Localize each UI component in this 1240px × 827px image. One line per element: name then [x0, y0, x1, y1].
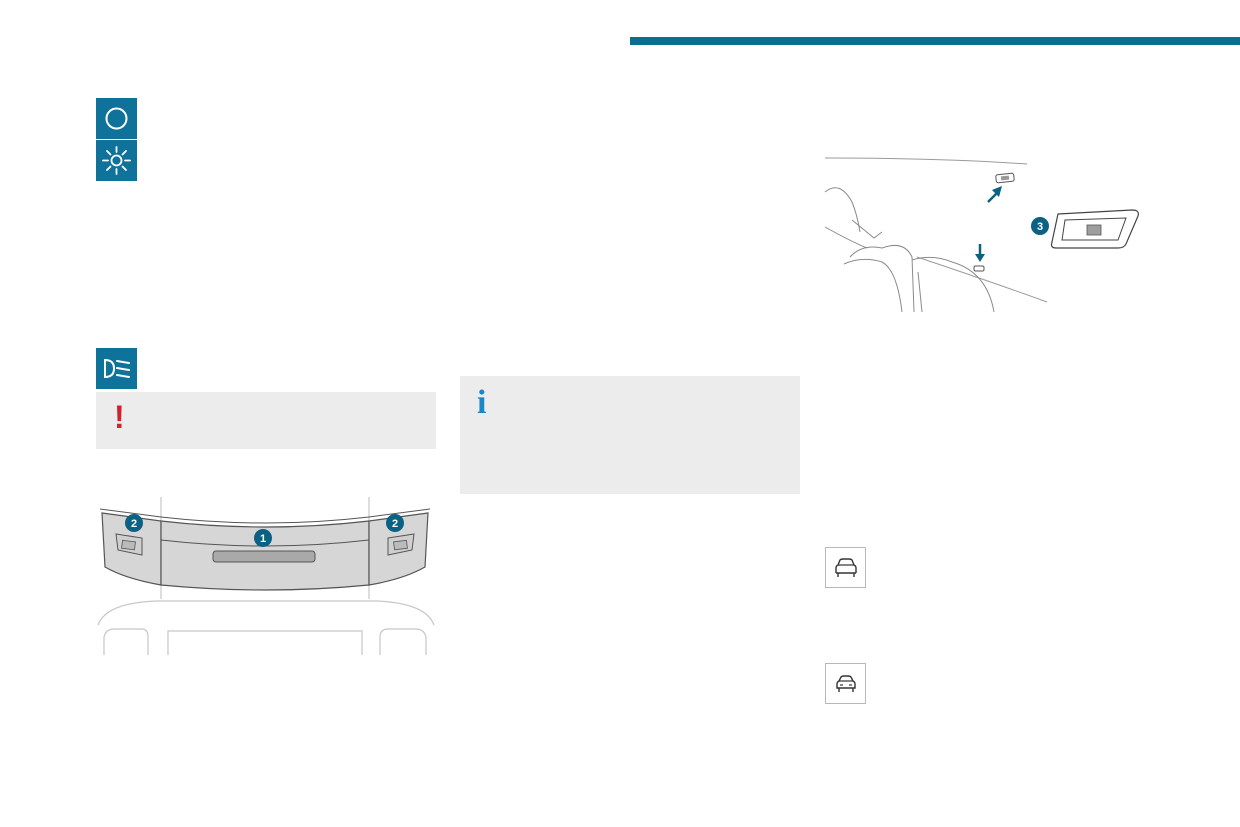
callout-2-left: 2	[125, 514, 143, 532]
sidelights-symbol	[96, 140, 137, 181]
rear-lamp-illustration: 3	[824, 157, 1139, 313]
header-accent-bar	[630, 37, 1240, 45]
svg-text:3: 3	[1037, 221, 1043, 233]
car-front-icon	[834, 557, 857, 577]
info-icon: i	[477, 384, 487, 421]
callout-2-right: 2	[386, 514, 404, 532]
center-courtesy-lamp	[212, 550, 316, 563]
warning-box	[96, 392, 436, 449]
front-lighting-mode-box	[825, 547, 866, 588]
info-box	[460, 376, 800, 494]
callout-3: 3	[1031, 217, 1049, 235]
callout-1: 1	[254, 529, 272, 547]
off-symbol	[96, 98, 137, 139]
rear-lighting-mode-box	[825, 663, 866, 704]
ceiling-console-illustration: 2 1 2	[97, 497, 435, 655]
warning-exclamation-icon: !	[114, 399, 125, 435]
svg-text:2: 2	[131, 518, 137, 530]
svg-text:1: 1	[260, 533, 266, 545]
dipped-beam-icon	[104, 359, 130, 378]
circle-off-icon	[105, 107, 128, 130]
dipped-beam-symbol	[96, 348, 137, 389]
svg-text:2: 2	[392, 518, 398, 530]
car-rear-icon	[835, 674, 856, 692]
sun-lights-icon	[102, 146, 131, 175]
